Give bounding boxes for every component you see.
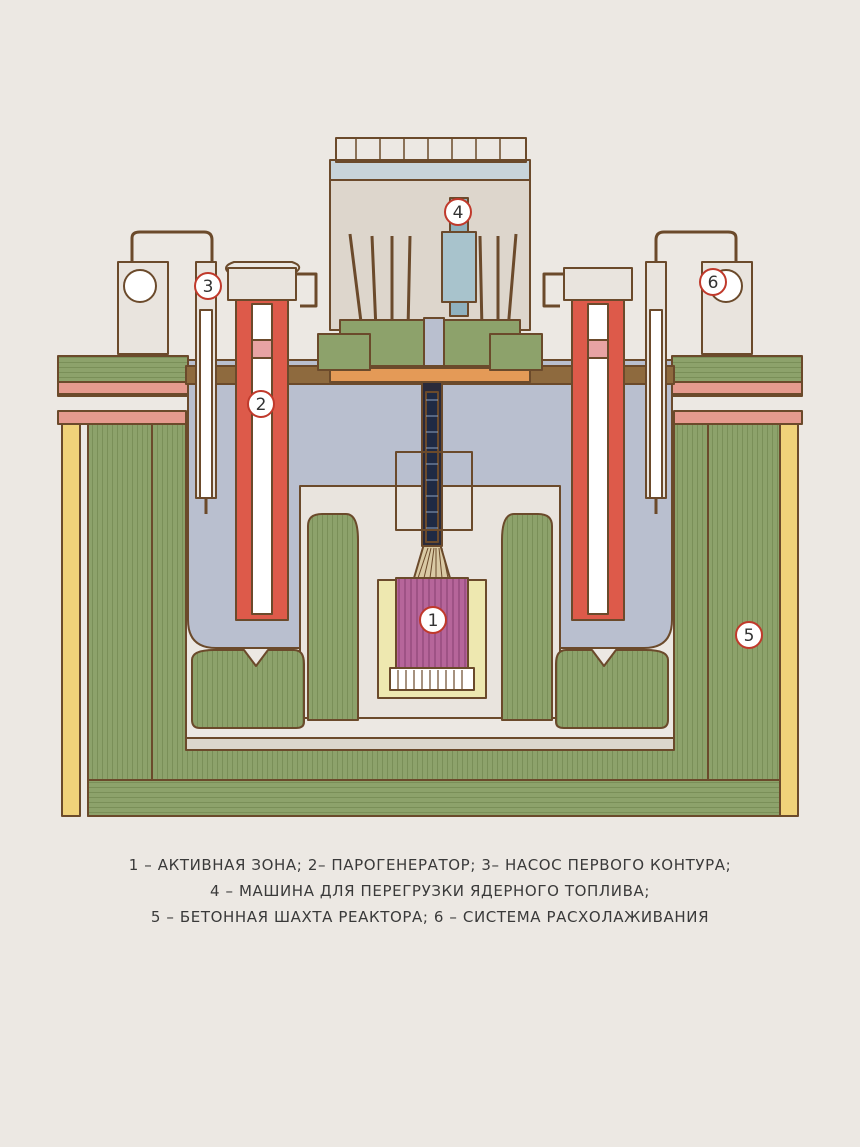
marker-6: 6 (699, 268, 727, 296)
steam-generator-left (225, 261, 318, 621)
marker-3: 3 (194, 272, 222, 300)
primary-pump-left (195, 261, 217, 514)
steam-generator-right (542, 267, 633, 621)
marker-1: 1 (419, 606, 447, 634)
active-core (377, 381, 487, 699)
fuel-handling-machine (317, 137, 543, 371)
primary-pump-right (645, 261, 667, 514)
svg-text:2: 2 (256, 395, 267, 415)
reactor-cross-section: 1 2 3 4 5 6 (57, 137, 803, 817)
cooling-system-right (654, 230, 753, 355)
caption-line-3: 5 – БЕТОННАЯ ШАХТА РЕАКТОРА; 6 – СИСТЕМА… (150, 908, 710, 926)
caption-line-1: 1 – АКТИВНАЯ ЗОНА; 2– ПАРОГЕНЕРАТОР; 3– … (128, 856, 732, 874)
marker-2: 2 (247, 390, 275, 418)
legend-caption: 1 – АКТИВНАЯ ЗОНА; 2– ПАРОГЕНЕРАТОР; 3– … (0, 852, 860, 930)
svg-text:5: 5 (744, 626, 755, 646)
svg-text:1: 1 (428, 611, 439, 631)
cooling-system-left (117, 230, 214, 355)
svg-text:6: 6 (708, 273, 719, 293)
svg-text:3: 3 (203, 277, 214, 297)
caption-line-2: 4 – МАШИНА ДЛЯ ПЕРЕГРУЗКИ ЯДЕРНОГО ТОПЛИ… (209, 882, 651, 900)
svg-text:4: 4 (453, 203, 464, 223)
marker-4: 4 (444, 198, 472, 226)
marker-5: 5 (735, 621, 763, 649)
inner-pillars (191, 513, 669, 729)
concrete-shaft (57, 355, 803, 817)
